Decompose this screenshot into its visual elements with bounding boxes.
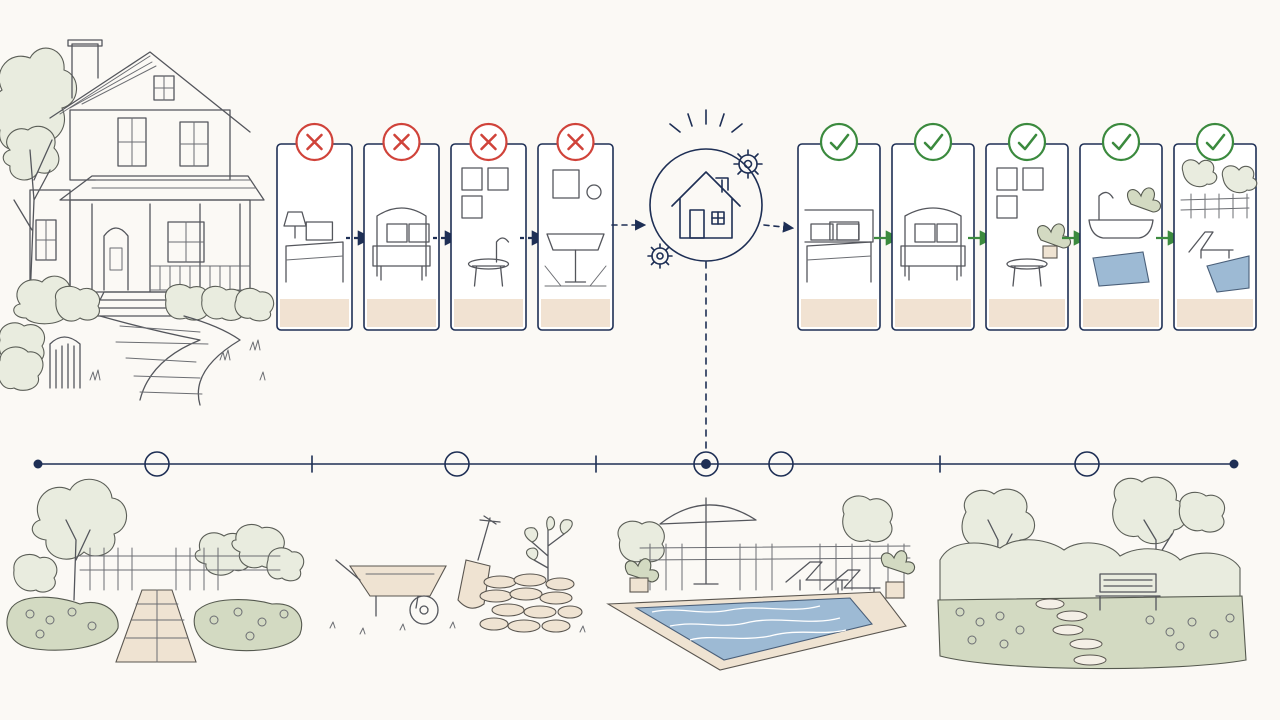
timeline xyxy=(33,451,1239,477)
house-illustration xyxy=(0,39,275,406)
house-gears-icon xyxy=(647,149,763,269)
tree-icon xyxy=(0,47,78,301)
garden-bench-icon xyxy=(937,476,1247,670)
approved-cards xyxy=(797,122,1258,331)
x-icon xyxy=(382,122,421,162)
scene-card[interactable] xyxy=(450,122,527,331)
timeline-end-dot xyxy=(1229,459,1239,469)
timeline-node-active-dot xyxy=(701,459,711,469)
hub-rays xyxy=(669,109,743,133)
timeline-node[interactable] xyxy=(768,451,794,477)
pool-umbrella-icon xyxy=(606,495,916,671)
scene-art-pool-lounger xyxy=(1180,159,1258,293)
hub xyxy=(611,109,795,453)
scene-art-bathroom-sink xyxy=(544,169,607,287)
scene-art-pictures-plant xyxy=(996,167,1072,287)
check-icon xyxy=(1195,122,1235,162)
scene-card[interactable] xyxy=(363,122,440,331)
x-icon xyxy=(469,122,508,162)
hub-circle xyxy=(649,148,763,262)
check-icon xyxy=(1101,122,1141,162)
wheelbarrow-shovel-icon xyxy=(329,515,586,635)
timeline-node[interactable] xyxy=(444,451,470,477)
x-icon xyxy=(295,122,334,162)
scene-card[interactable] xyxy=(1079,122,1163,331)
timeline-node-active[interactable] xyxy=(693,451,719,477)
x-icon xyxy=(556,122,595,162)
scene-art-bedroom xyxy=(804,209,874,283)
check-icon xyxy=(1007,122,1047,162)
timeline-node[interactable] xyxy=(1074,451,1100,477)
timeline-start-dot xyxy=(33,459,43,469)
scene-card[interactable] xyxy=(797,122,881,331)
scene-art-armchair xyxy=(900,207,966,281)
scene-art-armchair xyxy=(372,207,431,281)
scene-art-bedroom-lamp xyxy=(283,211,344,283)
garden-path-icon xyxy=(6,478,305,663)
check-icon xyxy=(819,122,859,162)
check-icon xyxy=(913,122,953,162)
scene-card[interactable] xyxy=(537,122,614,331)
rejected-cards xyxy=(276,122,614,331)
timeline-node[interactable] xyxy=(144,451,170,477)
scene-art-pictures-sink xyxy=(461,167,510,287)
scene-card[interactable] xyxy=(985,122,1072,331)
scene-card[interactable] xyxy=(891,122,975,331)
connector-from-hub xyxy=(763,221,795,233)
scene-card[interactable] xyxy=(1173,122,1258,331)
scene-art-bathtub-pool xyxy=(1088,187,1162,287)
scene-card[interactable] xyxy=(276,122,353,331)
